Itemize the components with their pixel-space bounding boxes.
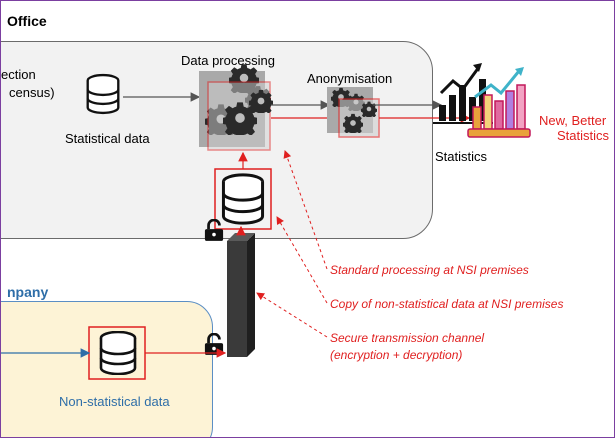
unlocked-lock-icon [204,219,224,241]
annotation-secure-line1: Secure transmission channel [330,331,485,345]
non-statistical-data-db-icon [88,326,146,380]
leader-copy-data [276,216,328,304]
locked-lock-icon [204,333,224,355]
annotation-secure-line2: (encryption + decryption) [330,348,463,362]
secure-channel-bar [227,233,255,357]
statistical-data-db-icon [86,73,120,115]
new-better-statistics-line1: New, Better [539,113,607,128]
annotation-standard-processing: Standard processing at NSI premises [330,263,529,277]
statistics-label: Statistics [435,149,488,164]
company-title: npany [7,284,49,300]
data-processing-gears-icon [199,64,273,151]
anonymisation-gears-icon [327,87,380,138]
new-better-statistics-line2: Statistics [557,128,610,143]
new-statistics-chart-icon [467,67,531,138]
non-statistical-data-label: Non-statistical data [59,394,170,409]
copy-data-db-icon [214,168,272,230]
data-processing-label: Data processing [181,53,275,68]
statistical-data-label: Statistical data [65,131,150,146]
leader-secure-channel [256,292,328,338]
collection-label-line2: census) [9,85,55,100]
office-title: Office [7,13,47,29]
collection-label-line1: ection [1,67,36,82]
annotation-copy-data: Copy of non-statistical data at NSI prem… [330,297,564,311]
leader-standard-processing [283,150,328,270]
anonymisation-label: Anonymisation [307,71,393,86]
